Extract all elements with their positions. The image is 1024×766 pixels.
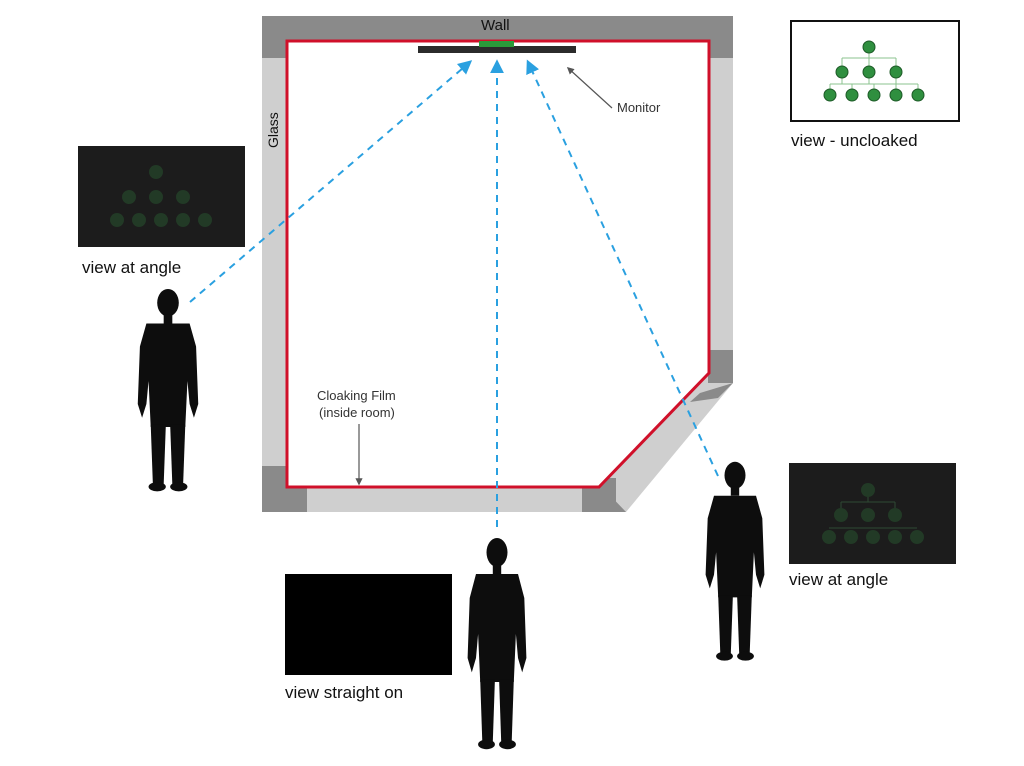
straight-screen (285, 574, 452, 675)
caption-angle-right: view at angle (789, 570, 889, 589)
film-label-line1: Cloaking Film (317, 388, 396, 403)
monitor-screen (479, 41, 514, 47)
org-chart-nodes (823, 40, 925, 102)
caption-straight: view straight on (285, 683, 404, 702)
cloaking-film (285, 39, 711, 489)
dim-nodes-left (110, 165, 212, 227)
person-center (467, 538, 527, 750)
sightline-left (189, 60, 473, 303)
monitor-pointer-arrow (566, 67, 613, 109)
film-label-line2: (inside room) (319, 405, 395, 420)
angle-view-left (78, 146, 245, 247)
angle-view-right (789, 463, 956, 564)
uncloaked-view (790, 20, 960, 122)
wall-diag-low (600, 488, 626, 512)
glass-label: Glass (265, 112, 281, 148)
wall-corner-right (708, 350, 733, 383)
monitor-label: Monitor (617, 100, 661, 115)
sightline-right (526, 59, 719, 477)
monitor-bar (418, 46, 576, 53)
person-left (137, 289, 199, 492)
org-chart-icon (829, 48, 919, 89)
dim-nodes-right (822, 483, 924, 544)
caption-angle-left: view at angle (82, 258, 182, 277)
caption-uncloaked: view - uncloaked (791, 131, 918, 150)
monitor (418, 41, 576, 53)
person-right (705, 461, 765, 661)
wall-label: Wall (481, 17, 510, 34)
sight-lines (189, 59, 719, 527)
wall-diag-mid (690, 383, 733, 402)
